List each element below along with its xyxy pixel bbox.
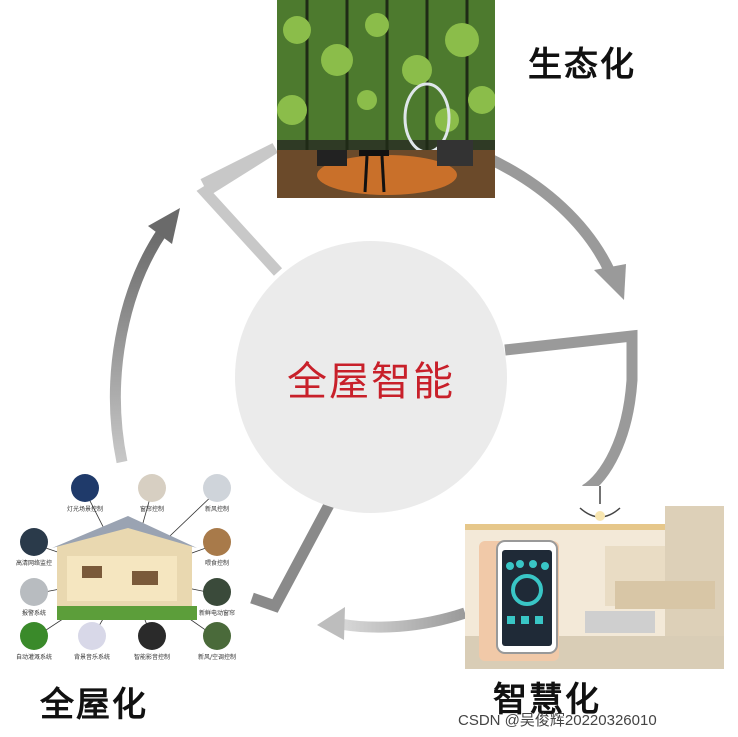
arrowhead-eco-to-smart	[594, 264, 626, 300]
node-label-eco: 生态化	[528, 45, 636, 85]
feature-label: 智能影音控制	[133, 654, 171, 661]
feature-label: 新风/空调控制	[197, 654, 237, 661]
feature-label: 自动灌溉系统	[15, 654, 53, 661]
bracket-top-left	[196, 143, 283, 276]
arrow-eco-to-smart	[485, 153, 615, 275]
center-circle	[235, 241, 507, 513]
arrow-smart-to-whole	[339, 607, 467, 633]
feature-label: 新风控制	[204, 506, 230, 513]
node-label-whole: 全屋化	[40, 685, 148, 725]
watermark: CSDN @吴俊辉20220326010	[458, 712, 657, 729]
feature-label: 高清网络监控	[15, 560, 53, 567]
arrow-whole-to-eco	[109, 228, 167, 464]
feature-label: 窗帘控制	[139, 506, 165, 513]
bracket-bottom-left	[250, 500, 335, 613]
arrowhead-smart-to-whole	[317, 607, 345, 640]
feature-label: 背景音乐系统	[73, 654, 111, 661]
smartphone-living-room-photo	[465, 486, 724, 669]
smart-house-feature-diagram: 灯光场景控制 窗帘控制 新风控制 高清网络监控 喂食控制 报警系统 新鲜电动窗帘…	[12, 466, 244, 676]
feature-label: 新鲜电动窗帘	[198, 610, 236, 617]
center-label: 全屋智能	[287, 359, 455, 405]
feature-label: 灯光场景控制	[66, 506, 104, 513]
feature-label: 报警系统	[21, 610, 47, 617]
bracket-right	[504, 329, 638, 495]
vertical-garden-balcony-photo	[277, 0, 495, 198]
arrowhead-whole-to-eco	[148, 208, 180, 244]
feature-label: 喂食控制	[204, 560, 230, 567]
node-label-smart: 智慧化	[493, 680, 601, 720]
